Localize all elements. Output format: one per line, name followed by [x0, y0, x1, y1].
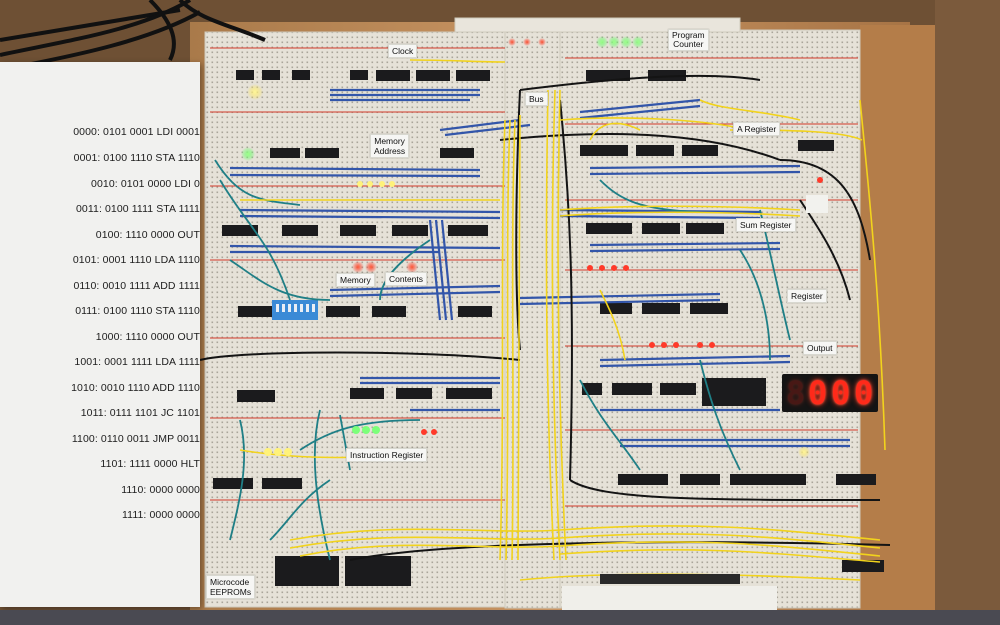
bottom-paper-note — [562, 586, 777, 610]
usb-cables — [0, 0, 266, 72]
program-line: 1001: 0001 1111 LDA 1111 — [74, 356, 200, 368]
label-clock: Clock — [388, 44, 418, 58]
program-line: 0000: 0101 0001 LDI 0001 — [73, 126, 200, 138]
program-line: 0010: 0101 0000 LDI 0 — [91, 178, 200, 190]
label-b-register: Register — [787, 289, 827, 303]
label-program-counter-line-1: Program — [672, 30, 705, 40]
label-memory-contents-1: Memory — [336, 273, 375, 287]
breadboard-grid — [204, 17, 861, 609]
program-line: 1000: 1110 0000 OUT — [95, 331, 200, 343]
label-memory-address-line-1: Memory — [374, 136, 405, 146]
program-line: 0100: 1110 0000 OUT — [95, 229, 200, 241]
program-line: 1111: 0000 0000 — [122, 509, 200, 521]
display-digit-4: 0 — [854, 374, 874, 412]
wood-board-right — [860, 25, 935, 610]
bottom-led-bar — [600, 574, 740, 584]
program-line: 0101: 0001 1110 LDA 1110 — [72, 254, 200, 266]
label-microcode-eeproms: Microcode EEPROMs — [206, 575, 256, 599]
yellow-leds — [247, 84, 810, 458]
red-leds — [352, 38, 823, 435]
label-instruction-register: Instruction Register — [346, 448, 428, 462]
program-line: 1010: 0010 1110 ADD 1110 — [71, 382, 200, 394]
bottom-taskbar-strip — [0, 610, 1000, 625]
label-memory-address-line-2: Address — [374, 146, 406, 156]
ic-chips — [213, 70, 884, 586]
blue-jumper-wires — [229, 88, 850, 448]
program-line: 1110: 0000 0000 — [121, 484, 200, 496]
floor-right — [935, 0, 1000, 625]
program-line: 0110: 0010 1111 ADD 1111 — [73, 280, 200, 292]
label-memory-contents-2: Contents — [385, 272, 428, 286]
seven-segment-display: 8 0 0 0 — [782, 374, 878, 412]
label-sum-register: Sum Register — [736, 218, 796, 232]
label-microcode-line-1: Microcode — [210, 577, 250, 587]
program-line: 1101: 1111 0000 HLT — [100, 458, 200, 470]
program-line: 1100: 0110 0011 JMP 0011 — [71, 433, 200, 445]
display-digit-3: 0 — [831, 374, 851, 412]
program-line: 0011: 0100 1111 STA 1111 — [75, 203, 200, 215]
dip-switch-toggles — [276, 304, 315, 312]
label-a-register: A Register — [733, 122, 781, 136]
label-output: Output — [803, 341, 837, 355]
green-leds — [241, 36, 736, 584]
label-memory-address: Memory Address — [370, 134, 410, 158]
yellow-jumper-wires — [239, 59, 886, 581]
display-digit-1: 8 — [786, 374, 806, 412]
display-digit-2: 0 — [808, 374, 828, 412]
label-bus: Bus — [525, 92, 548, 106]
top-right-small-note — [806, 195, 828, 213]
program-line: 0111: 0100 1110 STA 1110 — [75, 305, 200, 317]
program-line: 1011: 0111 1101 JC 1101 — [80, 407, 200, 419]
program-line: 0001: 0100 1110 STA 1110 — [73, 152, 200, 164]
label-program-counter-line-2: Counter — [673, 39, 704, 49]
program-listing-sheet: 0000: 0101 0001 LDI 0001 0001: 0100 1110… — [0, 62, 200, 607]
label-program-counter: Program Counter — [668, 29, 709, 51]
label-microcode-line-2: EEPROMs — [210, 587, 252, 597]
